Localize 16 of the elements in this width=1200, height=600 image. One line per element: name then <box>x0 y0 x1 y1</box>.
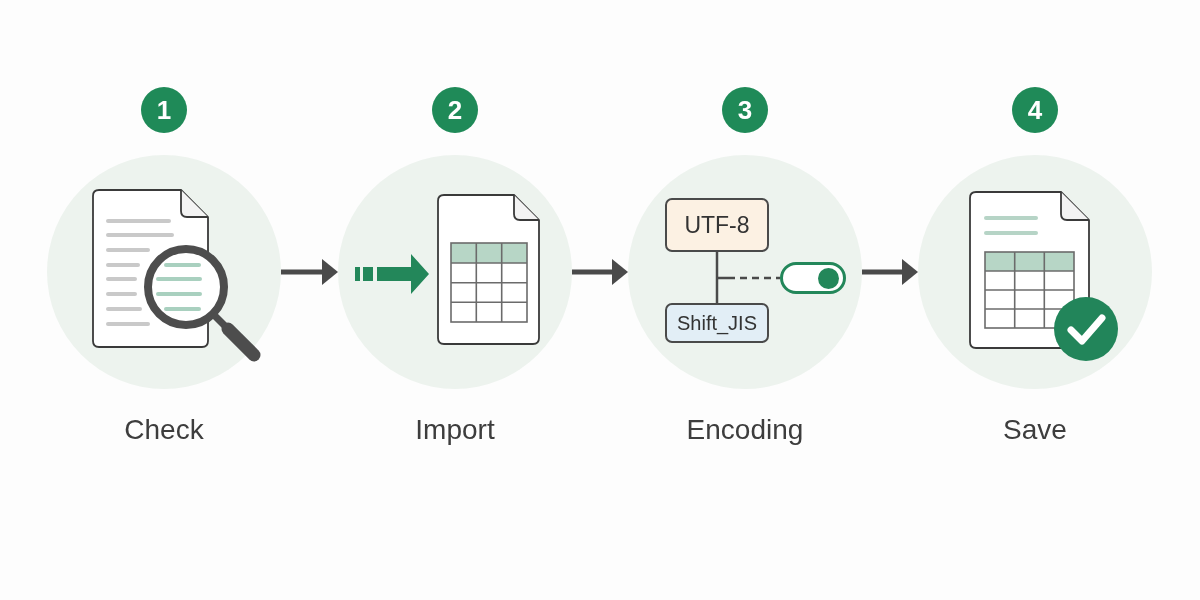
toggle-switch <box>780 262 846 294</box>
step-number-badge: 3 <box>722 87 768 133</box>
step-label: Import <box>415 414 495 446</box>
step-label: Encoding <box>686 414 804 446</box>
step-label: Save <box>1003 414 1067 446</box>
arrow <box>572 259 628 285</box>
arrow <box>281 259 338 285</box>
step-number-badge: 1 <box>141 87 187 133</box>
dashed-line <box>717 276 780 280</box>
step-number-badge: 4 <box>1012 87 1058 133</box>
step-number-badge: 2 <box>432 87 478 133</box>
step-label: Check <box>124 414 204 446</box>
arrow <box>862 259 918 285</box>
encoding-box: Shift_JIS <box>665 303 769 343</box>
encoding-box: UTF-8 <box>665 198 769 252</box>
connector-line <box>715 252 719 303</box>
